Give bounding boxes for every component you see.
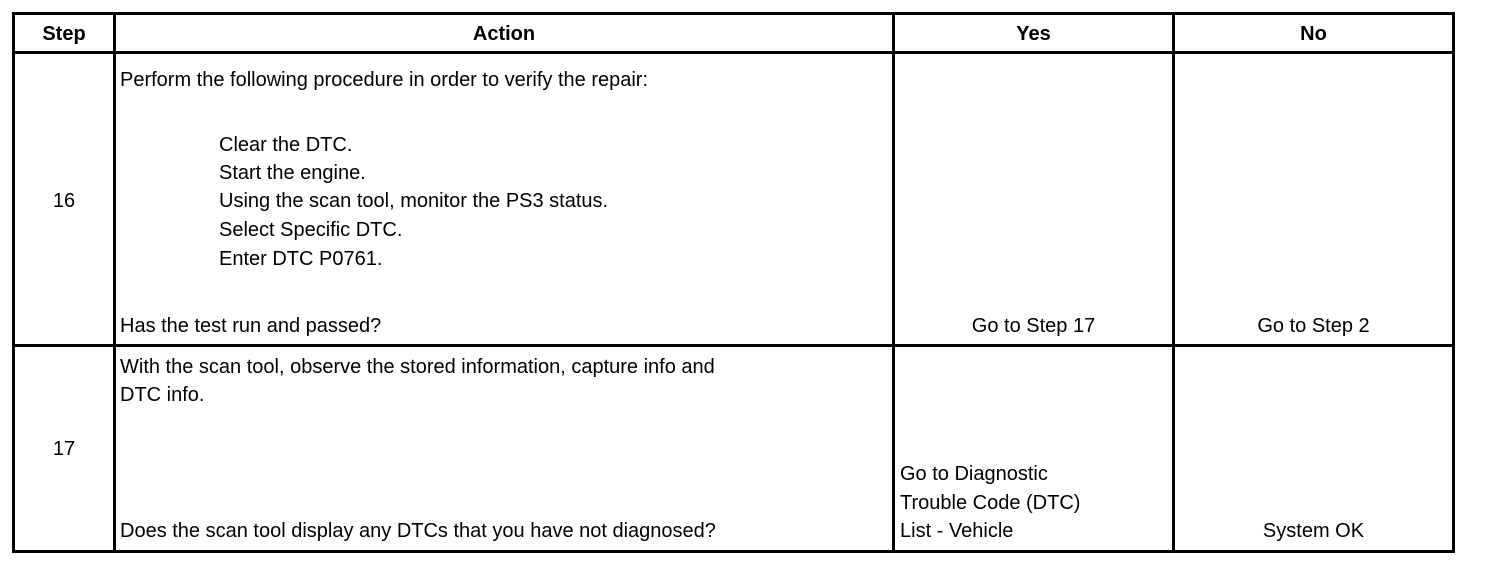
action-intro: With the scan tool, observe the stored i…: [120, 356, 715, 378]
action-intro: Perform the following procedure in order…: [120, 69, 649, 91]
substep: Enter DTC P0761.: [219, 248, 383, 270]
col-divider-step: [113, 12, 116, 553]
action-question: Does the scan tool display any DTCs that…: [120, 520, 716, 542]
col-divider-yes: [1172, 12, 1175, 553]
step-number: 17: [52, 438, 76, 460]
table-border-left: [12, 12, 15, 553]
yes-result: Go to Step 17: [971, 315, 1096, 337]
col-divider-action: [892, 12, 895, 553]
header-action: Action: [472, 23, 536, 45]
substep: Using the scan tool, monitor the PS3 sta…: [219, 190, 609, 212]
substep: Clear the DTC.: [219, 134, 353, 156]
step-number: 16: [52, 190, 76, 212]
header-no: No: [1300, 23, 1327, 45]
header-divider: [12, 51, 1455, 54]
no-result: Go to Step 2: [1257, 315, 1370, 337]
action-question: Has the test run and passed?: [120, 315, 382, 337]
row-divider: [12, 344, 1455, 347]
action-intro: DTC info.: [120, 384, 205, 406]
table-border-right: [1452, 12, 1455, 553]
header-yes: Yes: [1016, 23, 1051, 45]
no-result: System OK: [1262, 520, 1365, 542]
table-border-bottom: [12, 550, 1455, 553]
table-border-top: [12, 12, 1455, 15]
yes-result: List - Vehicle: [900, 520, 1014, 542]
yes-result: Go to Diagnostic: [900, 463, 1048, 485]
header-step: Step: [42, 23, 86, 45]
yes-result: Trouble Code (DTC): [900, 492, 1081, 514]
substep: Start the engine.: [219, 162, 366, 184]
substep: Select Specific DTC.: [219, 219, 403, 241]
